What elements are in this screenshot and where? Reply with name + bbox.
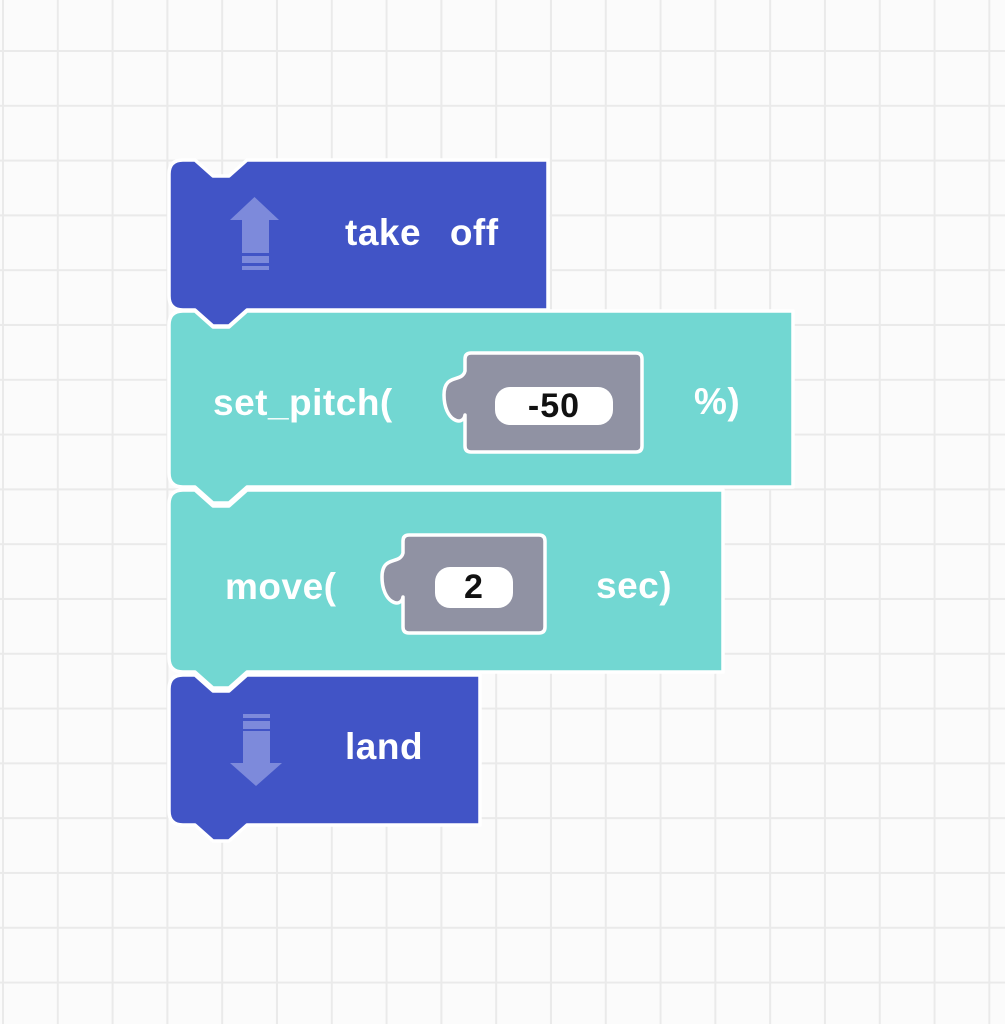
value-socket-block[interactable]: -50 xyxy=(442,351,644,454)
block-unit-percent: %) xyxy=(694,381,741,422)
block-take-off[interactable]: take off xyxy=(167,158,550,328)
block-shape xyxy=(167,158,550,328)
block-label-set-pitch: set_pitch( xyxy=(213,382,393,423)
block-move[interactable]: move( 2 sec) xyxy=(167,488,725,690)
block-set-pitch[interactable]: set_pitch( -50 %) xyxy=(167,309,795,505)
block-label-take-off: take off xyxy=(345,212,499,253)
pitch-value-input[interactable]: -50 xyxy=(495,387,613,425)
block-label-land: land xyxy=(345,726,424,767)
block-unit-sec: sec) xyxy=(596,565,673,606)
block-label-move: move( xyxy=(225,566,337,607)
duration-value-input[interactable]: 2 xyxy=(435,567,513,608)
block-land[interactable]: land xyxy=(167,673,482,843)
block-shape xyxy=(167,673,482,843)
value-socket-block[interactable]: 2 xyxy=(380,533,547,635)
